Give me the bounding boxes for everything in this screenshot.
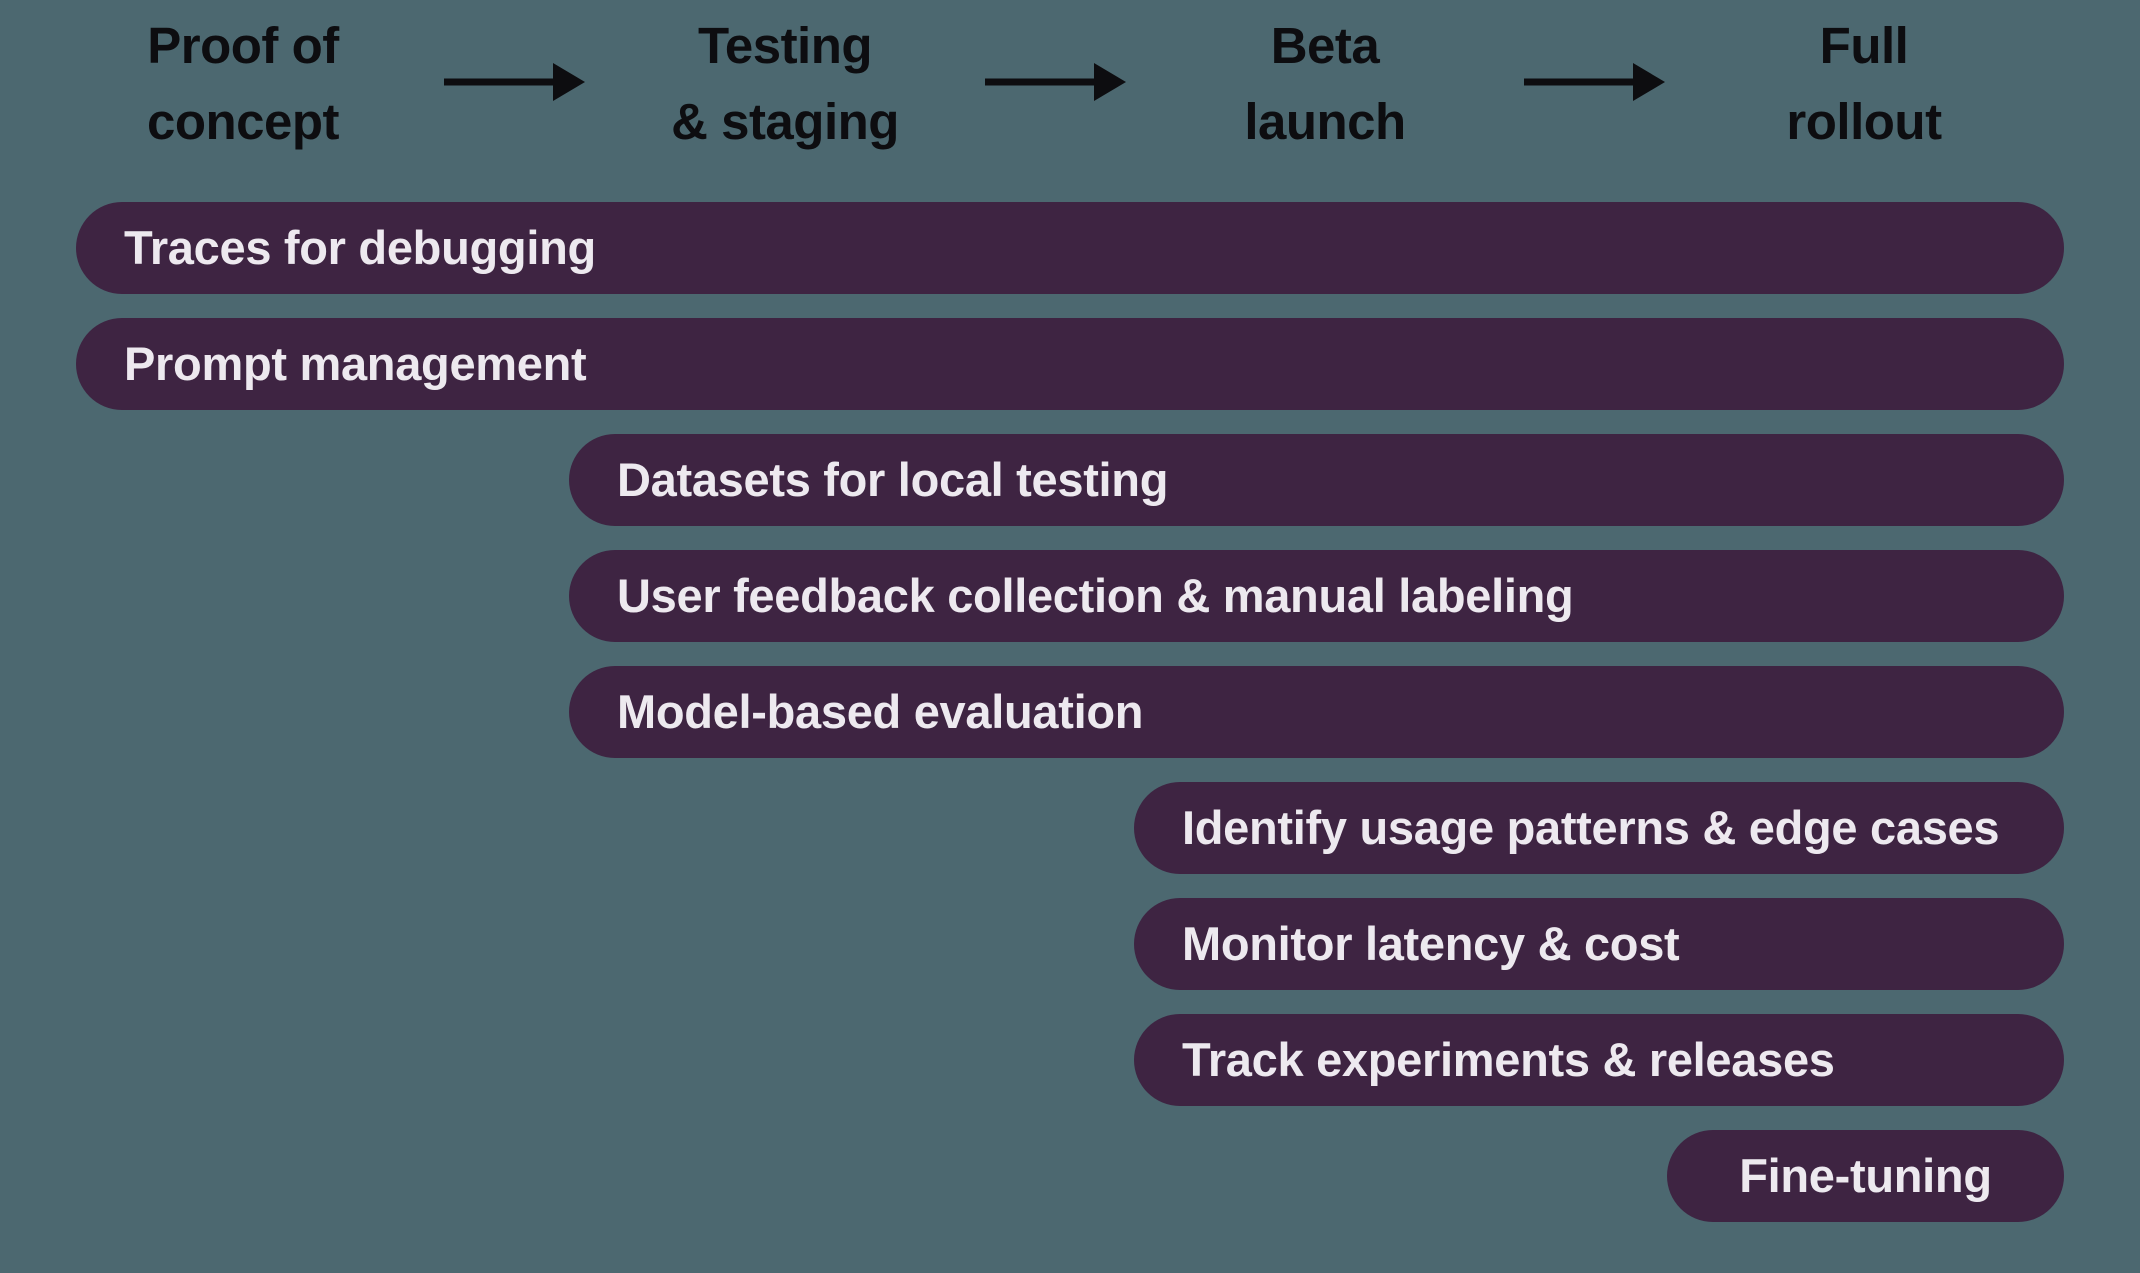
bar-model-based-evaluation: Model-based evaluation: [569, 666, 2064, 758]
bar-prompt-management: Prompt management: [76, 318, 2064, 410]
arrow-right-icon: [985, 63, 1126, 101]
stage-header-beta-launch: Beta launch: [1244, 17, 1406, 150]
stage-header-proof-of-concept: Proof of concept: [146, 17, 340, 150]
stage-header-testing-staging: Testing & staging: [671, 17, 899, 150]
bar-user-feedback-collection-manual-labeling: User feedback collection & manual labeli…: [569, 550, 2064, 642]
bar-track-experiments-releases: Track experiments & releases: [1134, 1014, 2064, 1106]
arrow-right-icon: [444, 63, 585, 101]
bar-datasets-for-local-testing: Datasets for local testing: [569, 434, 2064, 526]
stage-header-full-rollout: Full rollout: [1786, 17, 1942, 150]
bar-fine-tuning: Fine-tuning: [1667, 1130, 2064, 1222]
bar-traces-for-debugging: Traces for debugging: [76, 202, 2064, 294]
bar-monitor-latency-cost: Monitor latency & cost: [1134, 898, 2064, 990]
bar-identify-usage-patterns-edge-cases: Identify usage patterns & edge cases: [1134, 782, 2064, 874]
arrow-right-icon: [1524, 63, 1665, 101]
